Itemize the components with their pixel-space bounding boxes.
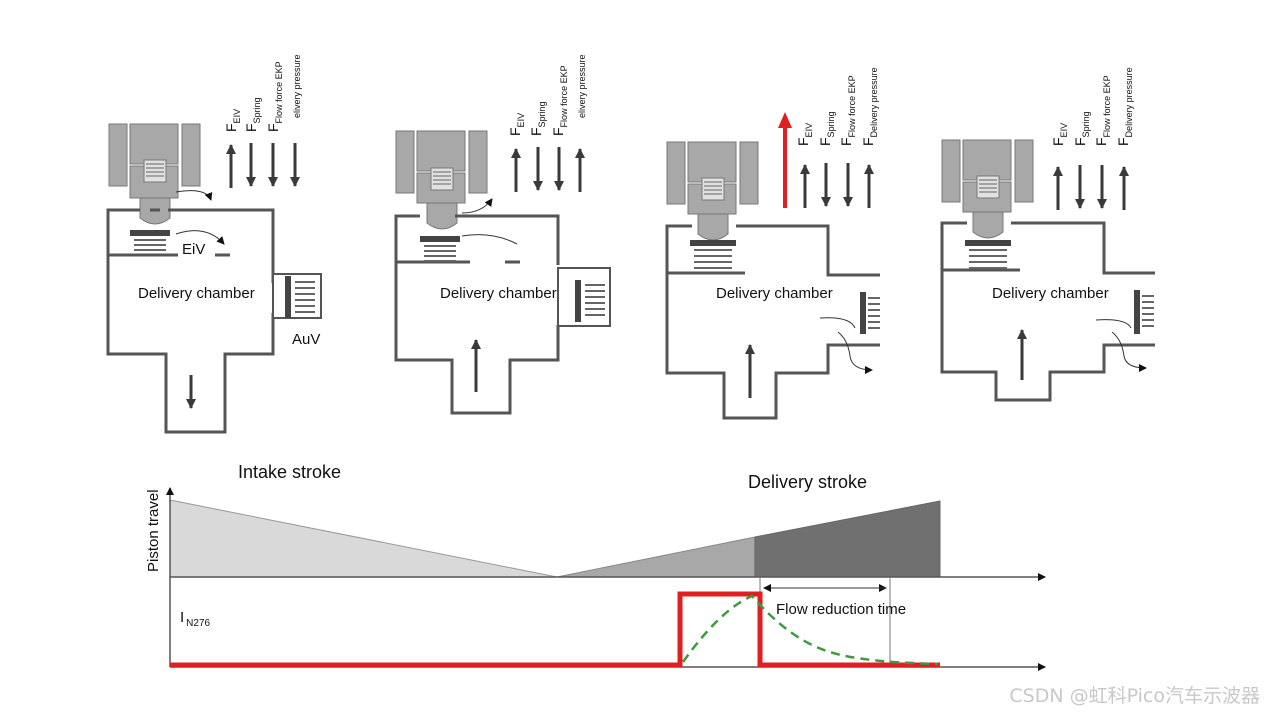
svg-text:FFlow force EKP: FFlow force EKP — [838, 75, 857, 146]
svg-text:FFlow force EKP: FFlow force EKP — [265, 61, 284, 132]
chamber-label: Delivery chamber — [138, 285, 255, 302]
flow-reduction-label: Flow reduction time — [776, 601, 906, 618]
solenoid-valve — [666, 141, 759, 241]
eiv-label: EiV — [182, 241, 205, 258]
panel-delivery-start: Delivery chamber FEIV FSpring FFlow forc… — [394, 54, 611, 415]
force-labels: FEIV FSpring FFlow force EKP elivery pre… — [223, 54, 302, 132]
delivery-stroke-label: Delivery stroke — [748, 472, 867, 492]
chamber-label: Delivery chamber — [716, 285, 833, 302]
solenoid-valve — [108, 123, 201, 225]
svg-text:FSpring: FSpring — [1072, 111, 1091, 146]
solenoid-current-trace — [170, 591, 940, 668]
solenoid-valve — [395, 130, 488, 230]
svg-text:FEIV: FEIV — [795, 123, 814, 146]
watermark: CSDN @虹科Pico汽车示波器 — [1009, 685, 1260, 707]
panel-delivery-eiv-closing: Delivery chamber FEIV FSpring FFlow forc… — [665, 67, 880, 420]
auv-valve — [557, 267, 611, 327]
svg-text:FFlow force EKP: FFlow force EKP — [1093, 75, 1112, 146]
svg-text:FDelivery pressure: FDelivery pressure — [1115, 67, 1134, 146]
valve-response-trace — [681, 594, 939, 666]
intake-travel-area — [169, 499, 558, 578]
force-labels: FEIV FSpring FFlow force EKP elivery pre… — [507, 54, 587, 136]
delivery-travel-light — [556, 536, 756, 578]
svg-text:FFlow force EKP: FFlow force EKP — [550, 65, 569, 136]
auv-label: AuV — [292, 331, 320, 348]
chamber-label: Delivery chamber — [992, 285, 1109, 302]
svg-text:FSpring: FSpring — [817, 111, 836, 146]
chamber-outline — [106, 208, 275, 434]
chamber-outline — [940, 221, 1155, 402]
chamber-outline — [394, 214, 560, 415]
svg-text:elivery pressure: elivery pressure — [292, 54, 302, 118]
svg-text:FEIV: FEIV — [1050, 123, 1069, 146]
panel-delivery-end: Delivery chamber FEIV FSpring FFlow forc… — [940, 67, 1155, 402]
svg-text:FSpring: FSpring — [528, 101, 547, 136]
panel-intake: EiV AuV Delivery chamber FEIV FSpring FF… — [106, 54, 322, 434]
timing-diagram: Intake stroke Delivery stroke Piston tra… — [145, 462, 1046, 671]
svg-text:FEIV: FEIV — [223, 109, 242, 132]
y-axis-label: Piston travel — [145, 489, 162, 572]
solenoid-valve — [941, 139, 1034, 239]
svg-text:elivery pressure: elivery pressure — [577, 54, 587, 118]
auv-valve — [272, 273, 322, 319]
force-labels: FEIV FSpring FFlow force EKP FDelivery p… — [1050, 67, 1134, 146]
svg-text:FSpring: FSpring — [243, 97, 262, 132]
delivery-travel-dark — [754, 500, 941, 578]
force-labels: FEIV FSpring FFlow force EKP FDelivery p… — [795, 67, 879, 146]
intake-stroke-label: Intake stroke — [238, 462, 341, 482]
svg-text:FEIV: FEIV — [507, 113, 526, 136]
chamber-label: Delivery chamber — [440, 285, 557, 302]
chamber-outline — [665, 224, 880, 420]
svg-text:FDelivery pressure: FDelivery pressure — [860, 67, 879, 146]
